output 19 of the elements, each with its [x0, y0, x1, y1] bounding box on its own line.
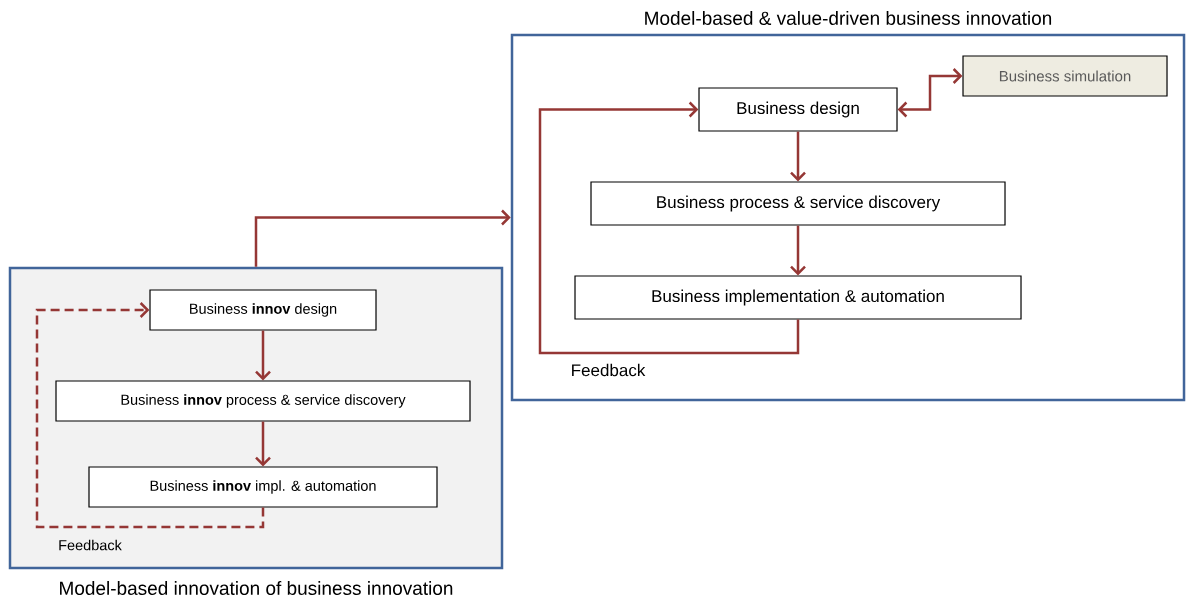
process-box: Business innov design [149, 289, 377, 331]
process-box: Business process & service discovery [590, 181, 1006, 226]
process-box: Business implementation & automation [574, 275, 1022, 320]
arrow [790, 225, 806, 276]
process-box: Business design [698, 87, 898, 132]
arrow [790, 131, 806, 182]
arrow [897, 68, 963, 118]
edge-label: Feedback [572, 363, 646, 377]
arrow [35, 302, 265, 529]
panel-heading: Model-based innovation of business innovation [60, 581, 453, 595]
process-box: Business innov process & service discovery [55, 380, 471, 422]
process-box: Business innov impl. & automation [88, 466, 438, 508]
arrow [255, 330, 271, 381]
arrow [538, 101, 800, 355]
process-box: Business simulation [962, 55, 1168, 97]
arrow [255, 421, 271, 467]
edge-label: Feedback [59, 539, 122, 551]
arrow [254, 209, 511, 267]
panel-heading: Model-based & value-driven business innovation [645, 11, 1052, 25]
